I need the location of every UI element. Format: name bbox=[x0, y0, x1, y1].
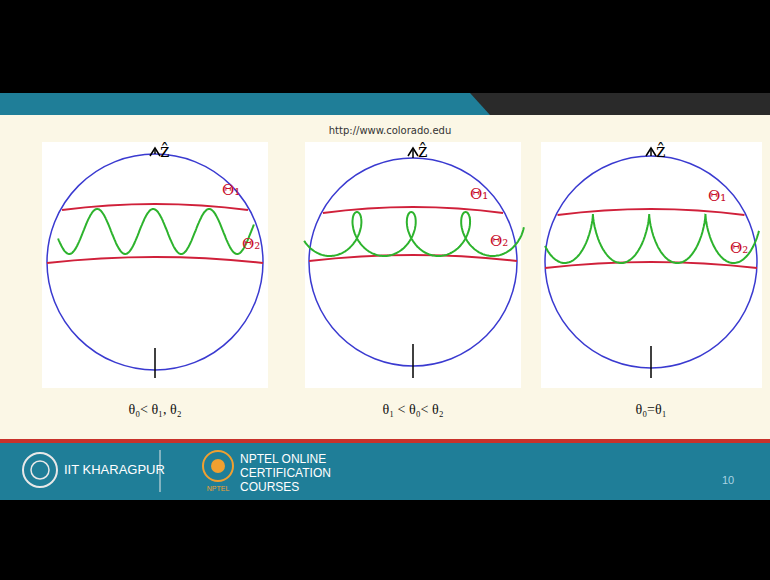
angle-label: Θ₂ bbox=[242, 236, 260, 253]
angle-label: Θ₁ bbox=[470, 186, 488, 203]
latitude-line bbox=[558, 209, 745, 215]
angle-label: Θ₂ bbox=[490, 233, 508, 250]
angle-label: Θ₁ bbox=[222, 182, 240, 199]
panel-caption: θ₀=θ₁ bbox=[635, 402, 666, 418]
trajectory bbox=[58, 209, 254, 254]
source-url: http://www.colorado.edu bbox=[329, 125, 452, 137]
axis-label: ẑ bbox=[160, 141, 169, 162]
slide-number: 10 bbox=[722, 474, 734, 487]
z-axis bbox=[412, 150, 414, 158]
z-axis bbox=[154, 150, 156, 154]
trajectory bbox=[304, 212, 524, 256]
trajectory bbox=[545, 214, 759, 263]
logo-text: NPTEL bbox=[207, 485, 230, 493]
panel-caption: θ₁ < θ₀< θ₂ bbox=[382, 402, 443, 418]
angle-label: Θ₁ bbox=[708, 188, 726, 205]
panel-caption: θ₀< θ₁, θ₂ bbox=[128, 402, 181, 418]
course-name: NPTEL ONLINE CERTIFICATION COURSES bbox=[240, 453, 390, 494]
axis-label: ẑ bbox=[418, 141, 427, 162]
axis-label: ẑ bbox=[656, 141, 665, 162]
institute-name: IIT KHARAGPUR bbox=[64, 463, 165, 478]
sphere bbox=[47, 154, 263, 370]
z-axis bbox=[650, 346, 652, 378]
latitude-line bbox=[47, 257, 263, 263]
z-axis bbox=[412, 344, 414, 378]
angle-label: Θ₂ bbox=[730, 240, 748, 257]
latitude-line bbox=[545, 262, 757, 268]
axis-arrow bbox=[408, 148, 418, 156]
z-axis bbox=[154, 348, 156, 378]
sphere bbox=[545, 156, 757, 368]
z-axis bbox=[650, 150, 652, 156]
axis-arrow bbox=[150, 148, 160, 156]
axis-arrow bbox=[646, 148, 656, 156]
sphere bbox=[309, 158, 517, 366]
